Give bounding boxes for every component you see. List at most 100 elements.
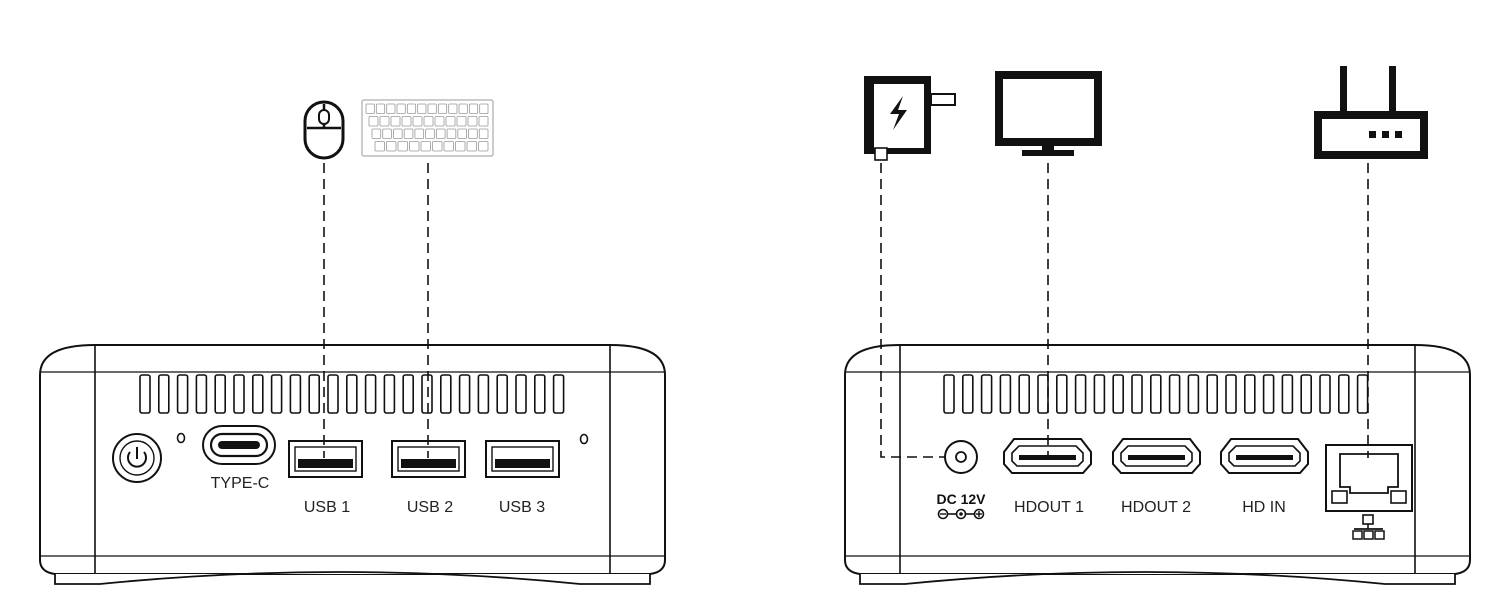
vent-slot bbox=[1131, 374, 1143, 414]
vent-slot bbox=[533, 374, 546, 414]
vent-slot bbox=[139, 374, 151, 414]
keyboard-key bbox=[456, 116, 467, 127]
hdout-2-label: HDOUT 2 bbox=[1121, 499, 1191, 516]
vent-slot bbox=[327, 374, 339, 414]
vent-slot bbox=[552, 374, 565, 414]
vent-slot bbox=[308, 374, 321, 414]
vent-slot bbox=[1319, 374, 1331, 414]
keyboard-key bbox=[468, 103, 479, 114]
power-adapter-icon bbox=[864, 76, 956, 161]
hdout-1-label: HDOUT 1 bbox=[1014, 499, 1084, 516]
hd-in-label: HD IN bbox=[1242, 499, 1286, 516]
vent-slot bbox=[515, 374, 527, 414]
keyboard-key bbox=[386, 103, 396, 114]
keyboard-key bbox=[423, 116, 434, 127]
dc-power-jack[interactable] bbox=[944, 440, 978, 474]
keyboard-key bbox=[414, 128, 425, 139]
vent-slot bbox=[458, 374, 471, 414]
power-button[interactable] bbox=[112, 433, 162, 483]
keyboard-key bbox=[479, 103, 489, 114]
vent-slot bbox=[195, 374, 208, 414]
ethernet-port[interactable] bbox=[1325, 444, 1413, 512]
keyboard-key bbox=[445, 116, 456, 127]
keyboard-key bbox=[417, 103, 427, 114]
front-mini-pc: TYPE-C USB 1 USB 2 USB 3 bbox=[39, 344, 666, 585]
front-vent-slots bbox=[139, 374, 565, 414]
keyboard-key bbox=[446, 128, 457, 139]
keyboard-key bbox=[397, 141, 408, 152]
keyboard-key bbox=[434, 116, 445, 127]
keyboard-icon bbox=[361, 99, 494, 157]
usb-2-label: USB 2 bbox=[407, 499, 453, 516]
keyboard-key bbox=[457, 128, 467, 139]
keyboard-key bbox=[375, 103, 386, 114]
keyboard-key bbox=[478, 141, 489, 152]
adapter-to-dc-line bbox=[880, 163, 945, 458]
hdout-2-port[interactable] bbox=[1112, 438, 1201, 474]
vent-slot bbox=[214, 374, 226, 414]
vent-slot bbox=[980, 374, 993, 414]
keyboard-key bbox=[379, 116, 390, 127]
vent-slot bbox=[1112, 374, 1124, 414]
keyboard-key bbox=[403, 128, 414, 139]
hd-in-port[interactable] bbox=[1220, 438, 1309, 474]
keyboard-key bbox=[374, 141, 385, 152]
usb-3-port[interactable] bbox=[485, 440, 560, 478]
vent-slot bbox=[233, 374, 245, 414]
vent-slot bbox=[1281, 374, 1294, 414]
vent-slot bbox=[1074, 374, 1087, 414]
vent-slot bbox=[439, 374, 452, 414]
reset-pinhole bbox=[579, 433, 589, 445]
vent-slot bbox=[999, 374, 1012, 414]
vent-slot bbox=[345, 374, 358, 414]
vent-slot bbox=[943, 374, 955, 414]
keyboard-key bbox=[455, 141, 466, 152]
rear-mini-pc: DC 12V HDOUT 1 HDOUT 2 bbox=[844, 344, 1471, 585]
rear-vent-slots bbox=[943, 374, 1369, 414]
vent-slot bbox=[1300, 374, 1312, 414]
ethernet-port-icon bbox=[1352, 514, 1385, 540]
keyboard-key bbox=[409, 141, 420, 152]
vent-slot bbox=[421, 374, 433, 414]
keyboard-key bbox=[432, 141, 443, 152]
keyboard-key bbox=[478, 128, 489, 139]
vent-slot bbox=[289, 374, 302, 414]
usb-2-port[interactable] bbox=[391, 440, 466, 478]
keyboard-key bbox=[386, 141, 397, 152]
keyboard-key bbox=[420, 141, 431, 152]
keyboard-key bbox=[437, 103, 448, 114]
type-c-port[interactable] bbox=[202, 425, 276, 465]
vent-slot bbox=[1168, 374, 1181, 414]
vent-slot bbox=[158, 374, 170, 414]
hdout-1-port[interactable] bbox=[1003, 438, 1092, 474]
monitor-icon bbox=[995, 71, 1102, 156]
keyboard-key bbox=[448, 103, 458, 114]
vent-slot bbox=[176, 374, 189, 414]
keyboard-key bbox=[382, 128, 392, 139]
vent-slot bbox=[496, 374, 509, 414]
keyboard-key bbox=[443, 141, 454, 152]
vent-slot bbox=[1338, 374, 1350, 414]
keyboard-key bbox=[365, 103, 375, 114]
keyboard-key bbox=[466, 141, 477, 152]
dc-polarity-icon bbox=[937, 508, 985, 520]
usb-1-port[interactable] bbox=[288, 440, 363, 478]
keyboard-key bbox=[396, 103, 406, 114]
type-c-label: TYPE-C bbox=[211, 475, 270, 492]
keyboard-key bbox=[401, 116, 412, 127]
keyboard-key bbox=[368, 116, 379, 127]
dc-12v-label: DC 12V bbox=[936, 491, 986, 507]
mouse-icon bbox=[303, 100, 345, 160]
keyboard-key bbox=[468, 128, 478, 139]
vent-slot bbox=[252, 374, 264, 414]
vent-slot bbox=[1093, 374, 1106, 414]
keyboard-key bbox=[393, 128, 403, 139]
router-icon bbox=[1314, 66, 1428, 159]
keyboard-key bbox=[478, 116, 489, 127]
usb-3-label: USB 3 bbox=[499, 499, 545, 516]
vent-slot bbox=[1150, 374, 1162, 414]
vent-slot bbox=[961, 374, 974, 414]
vent-slot bbox=[1262, 374, 1275, 414]
keyboard-key bbox=[371, 128, 382, 139]
keyboard-key bbox=[406, 103, 417, 114]
